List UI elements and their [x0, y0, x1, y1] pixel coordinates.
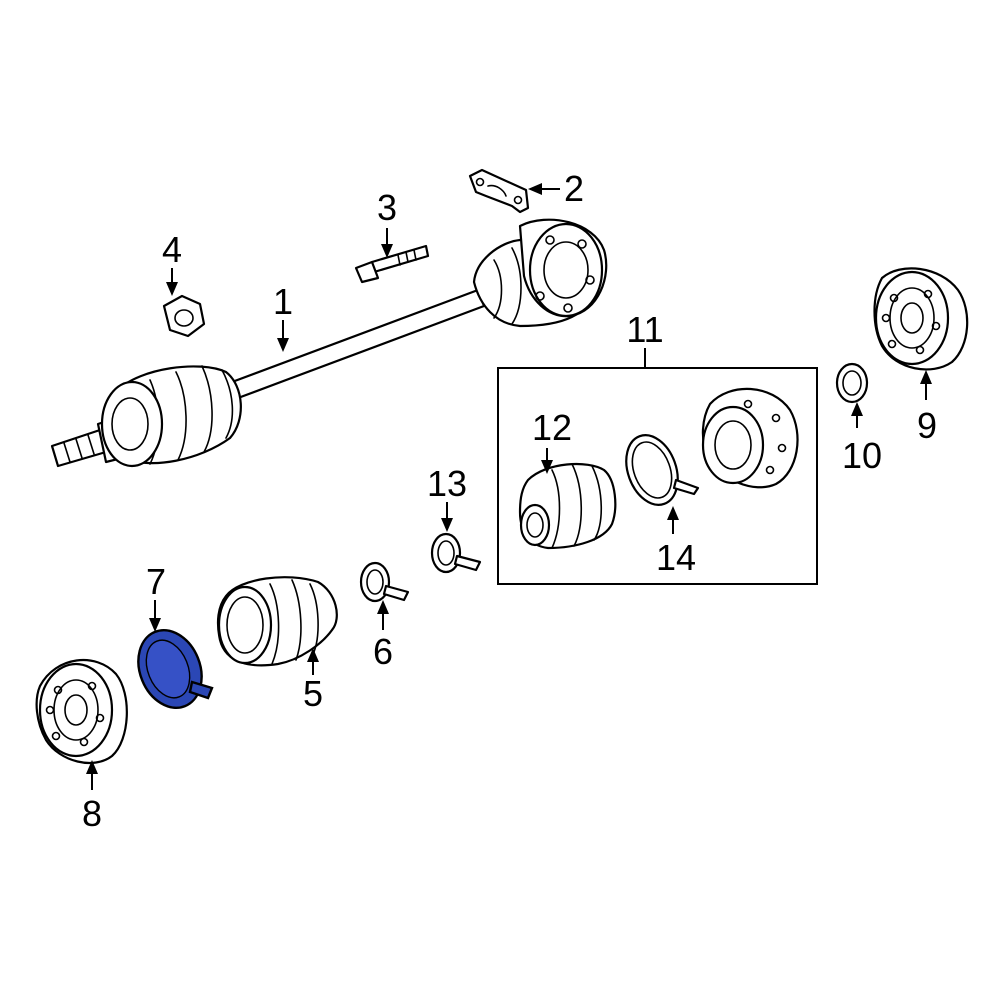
part-10-washer[interactable]: [835, 362, 869, 404]
part-5-cv-boot[interactable]: [216, 576, 338, 667]
part-9-cv-flange[interactable]: [873, 267, 969, 371]
part-6-clamp[interactable]: [359, 561, 410, 603]
part-12-inner-boot[interactable]: [518, 462, 617, 550]
part-14-clamp-ring[interactable]: [617, 428, 700, 512]
part-13-clamp[interactable]: [430, 532, 482, 574]
part-4-nut[interactable]: [162, 294, 206, 338]
part-8-cv-flange[interactable]: [35, 659, 128, 764]
part-1-axle-shaft[interactable]: [50, 218, 608, 468]
callout-12: 12: [532, 407, 572, 448]
callout-1: 1: [273, 281, 293, 322]
callout-14: 14: [656, 537, 696, 578]
callout-3: 3: [377, 187, 397, 228]
leader-lines: [86, 183, 932, 790]
part-11-kit-box[interactable]: [497, 367, 818, 585]
callout-9: 9: [917, 405, 937, 446]
part-2-bracket-plate[interactable]: [468, 168, 530, 214]
callout-5: 5: [303, 673, 323, 714]
callout-7: 7: [146, 561, 166, 602]
callout-11: 11: [626, 309, 663, 350]
callout-13: 13: [427, 463, 467, 504]
kit-flange[interactable]: [701, 387, 799, 489]
part-7-boot-clamp[interactable]: [127, 621, 214, 718]
callout-labels: 1 2 3 4 5 6 7 8 9 10 11 12 13 14: [82, 168, 937, 834]
callout-6: 6: [373, 631, 393, 672]
callout-10: 10: [842, 435, 882, 476]
part-3-bolt[interactable]: [354, 244, 430, 284]
callout-2: 2: [564, 168, 584, 209]
callout-8: 8: [82, 793, 102, 834]
callout-4: 4: [162, 229, 182, 270]
